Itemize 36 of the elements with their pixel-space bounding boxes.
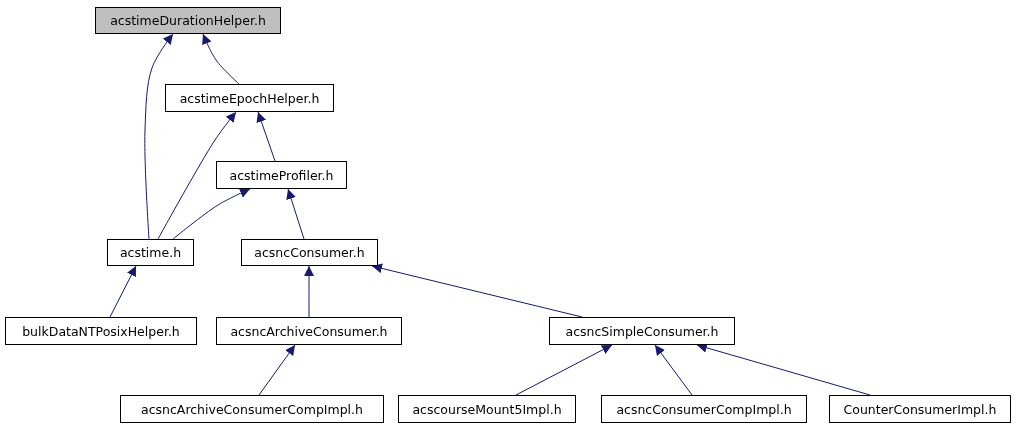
file-box: [216, 317, 402, 345]
arrow: [515, 344, 613, 396]
arrow: [258, 344, 296, 396]
file-name: acstimeDurationHelper.h: [110, 13, 266, 28]
file-name: acsncConsumer.h: [254, 245, 365, 260]
file-box: [601, 395, 807, 423]
file-name: acscourseMount5Impl.h: [412, 401, 562, 417]
file-name: bulkDataNTPosixHelper.h: [22, 323, 180, 339]
file-box: [216, 161, 347, 189]
file-box: [398, 395, 576, 423]
file-box: [107, 239, 194, 266]
arrow: [144, 33, 174, 240]
file-box: [95, 7, 281, 34]
file-box: [120, 395, 384, 423]
arrow: [157, 111, 237, 240]
file-name: acsncArchiveConsumerCompImpl.h: [141, 401, 363, 417]
file-box: [5, 317, 197, 345]
file-name: acstime.h: [119, 245, 182, 260]
file-name: acsncSimpleConsumer.h: [565, 323, 719, 339]
file-name: CounterConsumerImpl.h: [843, 401, 997, 417]
arrow: [371, 263, 583, 318]
arrow: [286, 188, 305, 240]
file-box: [241, 239, 378, 266]
arrow: [202, 33, 240, 85]
file-box: [549, 317, 735, 345]
file-name: acstimeEpochHelper.h: [179, 90, 320, 106]
arrow: [109, 265, 137, 318]
arrow: [172, 188, 251, 240]
arrow: [654, 344, 693, 396]
arrow: [304, 265, 314, 318]
file-name: acstimeProfiler.h: [229, 167, 334, 183]
file-box: [829, 395, 1011, 423]
arrow: [256, 111, 276, 162]
file-box: [165, 84, 334, 112]
file-name: acsncConsumerCompImpl.h: [616, 401, 792, 417]
file-name: acsncArchiveConsumer.h: [230, 323, 388, 339]
